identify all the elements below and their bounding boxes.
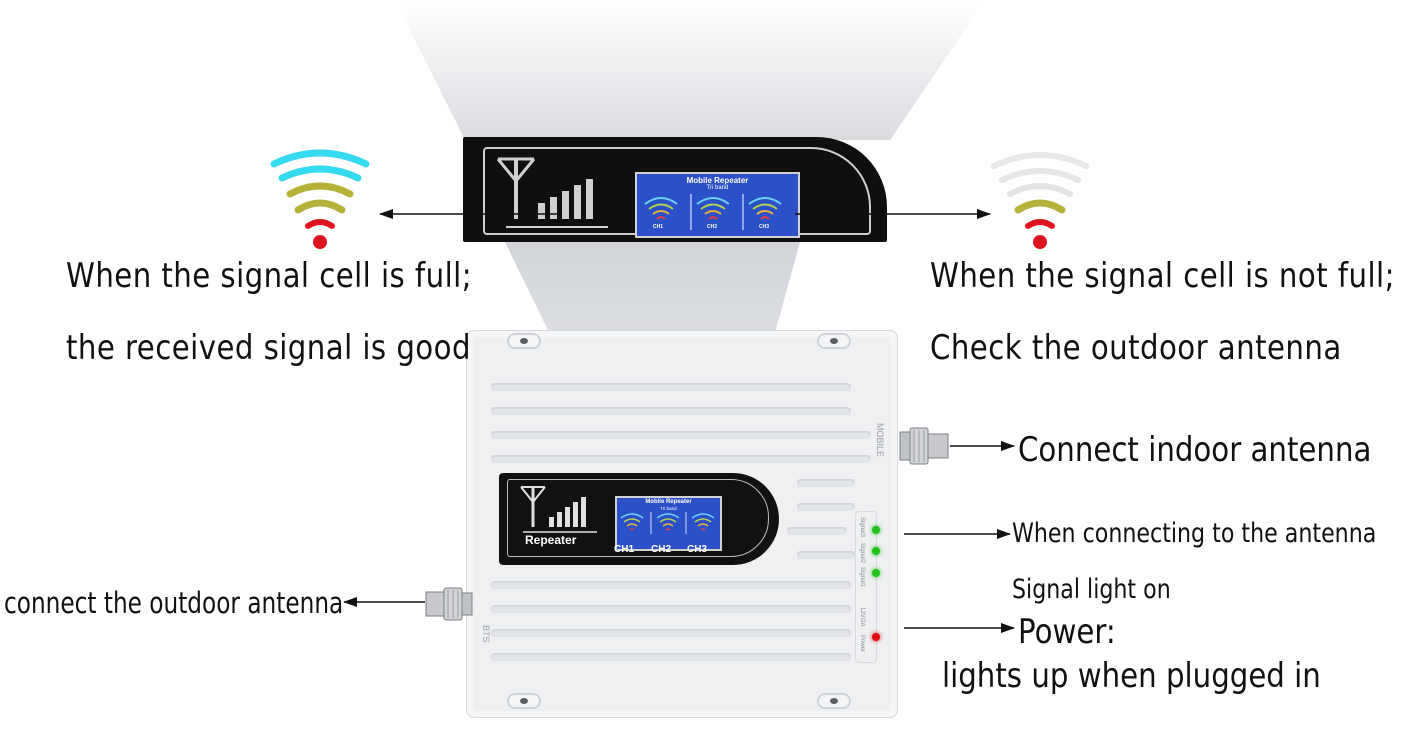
vent-slot bbox=[491, 407, 851, 415]
led-label-signal3: Signal3 bbox=[859, 517, 865, 538]
device-lcd-subtitle: Tri band bbox=[660, 506, 677, 511]
zoomed-ch1-label: CH1 bbox=[653, 224, 664, 230]
caption-signal-good: the received signal is good bbox=[66, 328, 471, 368]
antenna-tower-icon bbox=[520, 486, 597, 533]
vent-slot bbox=[797, 503, 855, 511]
bts-port-label: BTS bbox=[481, 625, 491, 643]
vent-slot bbox=[797, 551, 855, 559]
mount-hole-top-left bbox=[507, 333, 541, 349]
vent-slot bbox=[491, 653, 851, 661]
indoor-antenna-connector bbox=[899, 427, 949, 465]
signal2-led bbox=[872, 547, 880, 555]
mount-hole-top-right bbox=[817, 333, 851, 349]
device-ch2-label: CH2 bbox=[651, 544, 672, 555]
caption-full-signal: When the signal cell is full; bbox=[66, 256, 472, 296]
device-lcd-title: Mobile Repeater bbox=[645, 499, 692, 505]
caption-not-full-signal: When the signal cell is not full; bbox=[930, 256, 1395, 296]
channel-signal-meter bbox=[644, 197, 678, 220]
zoomed-lcd-title: Mobile Repeater bbox=[686, 176, 749, 185]
caption-power-desc: lights up when plugged in bbox=[942, 656, 1321, 696]
caption-outdoor-antenna: connect the outdoor antenna bbox=[4, 586, 344, 620]
vent-slot bbox=[491, 455, 871, 463]
caption-signal-light: Signal light on bbox=[1012, 574, 1171, 605]
zoomed-ch2-label: CH2 bbox=[707, 224, 718, 230]
zoomed-ch3-label: CH3 bbox=[759, 224, 770, 230]
device-channel-meters bbox=[620, 512, 715, 534]
vent-slot bbox=[491, 581, 851, 589]
led-label-voltage: 12V/2A bbox=[859, 607, 865, 627]
caption-check-antenna: Check the outdoor antenna bbox=[930, 328, 1342, 368]
device-ch1-label: CH1 bbox=[614, 544, 635, 555]
caption-power: Power: bbox=[1018, 612, 1116, 652]
antenna-tower-icon bbox=[496, 157, 608, 228]
vent-slot bbox=[491, 605, 851, 613]
mount-hole-bottom-right bbox=[817, 693, 851, 709]
vent-slot bbox=[491, 431, 871, 439]
zoomed-lcd-subtitle: Tri band bbox=[706, 185, 729, 191]
mount-hole-bottom-left bbox=[507, 693, 541, 709]
power-led bbox=[872, 633, 880, 641]
led-label-power: Power bbox=[859, 635, 865, 653]
vent-slot bbox=[491, 383, 851, 391]
caption-indoor-antenna: Connect indoor antenna bbox=[1018, 430, 1372, 470]
zoomed-lcd-screen: Mobile Repeater Tri band CH1 CH2 CH3 bbox=[635, 172, 800, 238]
vent-slot bbox=[491, 629, 851, 637]
wifi-signal-weak-icon bbox=[991, 152, 1089, 249]
vent-slot bbox=[787, 527, 847, 535]
signal1-led bbox=[872, 569, 880, 577]
vent-slot bbox=[797, 479, 855, 487]
wifi-signal-full-icon bbox=[270, 149, 370, 249]
led-label-strip bbox=[855, 511, 877, 663]
zoomed-front-panel: Mobile Repeater Tri band CH1 CH2 CH3 bbox=[463, 137, 887, 242]
led-label-signal1: Signal1 bbox=[859, 567, 865, 588]
device-panel-frame bbox=[507, 479, 769, 557]
caption-connecting-antenna: When connecting to the antenna bbox=[1012, 518, 1377, 549]
repeater-brand-label: Repeater bbox=[525, 533, 577, 547]
zoomed-channel-meters bbox=[644, 194, 782, 230]
device-front-panel: Repeater Mobile Repeater Tri band CH1 CH… bbox=[499, 473, 779, 565]
signal3-led bbox=[872, 526, 880, 534]
led-label-signal2: Signal2 bbox=[859, 543, 865, 564]
outdoor-antenna-connector bbox=[425, 587, 473, 621]
repeater-device: Repeater Mobile Repeater Tri band CH1 CH… bbox=[466, 330, 898, 718]
mobile-port-label: MOBILE bbox=[875, 423, 885, 458]
channel-signal-meter bbox=[620, 513, 644, 531]
device-lcd-screen: Mobile Repeater Tri band bbox=[615, 496, 722, 551]
device-ch3-label: CH3 bbox=[687, 544, 708, 555]
